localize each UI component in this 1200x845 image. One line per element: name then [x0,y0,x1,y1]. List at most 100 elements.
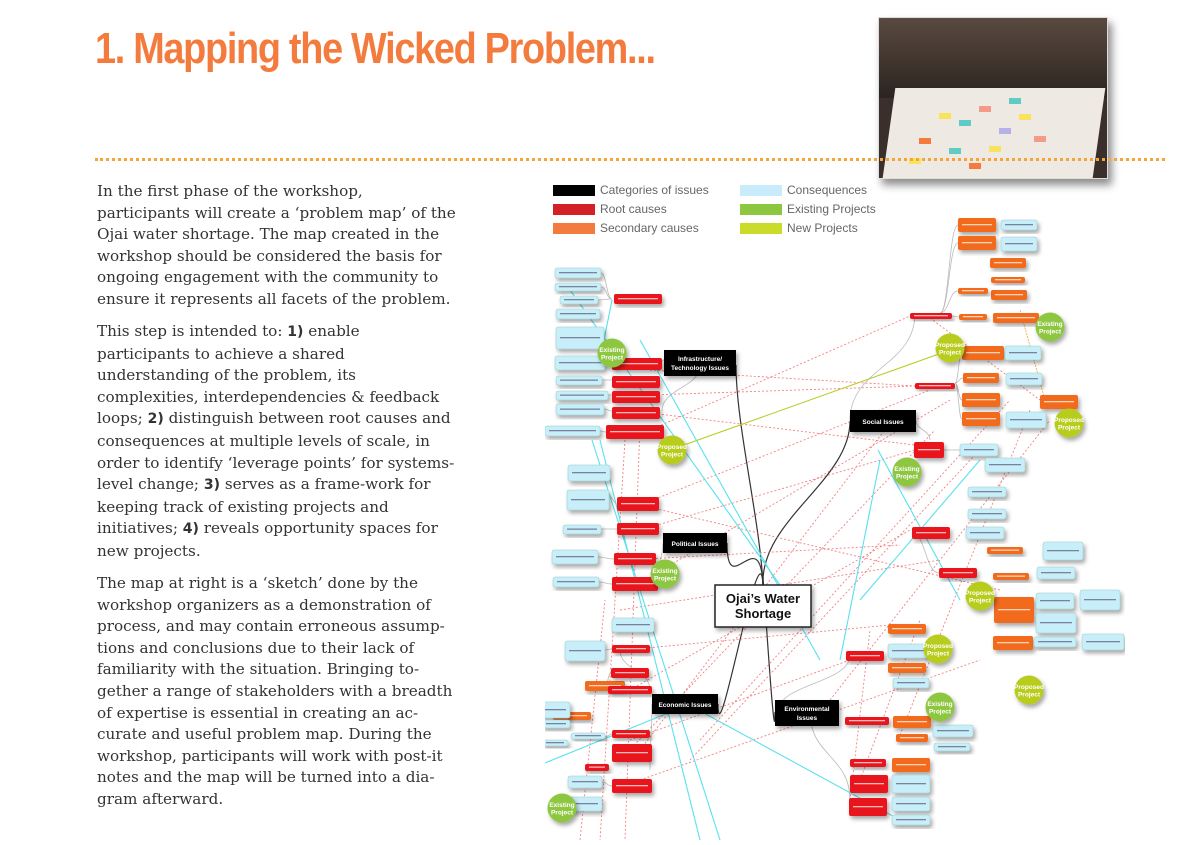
svg-text:Proposed: Proposed [965,590,995,597]
causal-link [859,619,921,781]
legend-swatch [553,185,595,197]
consequence-node [611,617,655,633]
consequence-node [564,640,606,662]
tree-link [601,781,613,787]
root-cause-node [845,717,889,725]
svg-text:Project: Project [929,709,952,716]
root-cause-node [608,686,652,694]
consequence-node [984,457,1026,473]
secondary-cause-node [993,313,1039,323]
consequence-node [545,719,571,729]
causal-link [699,399,1011,741]
root-cause-node [614,553,656,565]
secondary-cause-node [958,218,996,232]
root-cause-node [617,497,659,511]
consequence-node [967,486,1007,498]
causal-link [624,624,891,651]
svg-text:Proposed: Proposed [1054,417,1084,424]
svg-text:Existing: Existing [1037,321,1062,328]
tree-link [915,419,931,441]
root-cause-node [614,294,662,304]
tree-link [598,581,613,585]
category-node-infra: Infrastructure/Technology Issues [664,350,736,376]
paragraph-intro: In the first phase of the workshop, part… [97,182,456,308]
svg-text:Infrastructure/: Infrastructure/ [678,356,722,363]
svg-text:Proposed: Proposed [1014,684,1044,691]
paragraph-goals: This step is intended to: 1) enable part… [97,322,455,560]
consequence-node [554,355,606,371]
secondary-cause-node [888,663,926,673]
svg-text:Project: Project [1039,329,1062,336]
secondary-cause-node [958,236,996,250]
causal-link [624,424,641,840]
consequence-node [545,425,601,437]
secondary-cause-node [962,346,1004,360]
root-cause-node [585,764,609,771]
legend-swatch [740,204,782,216]
category-link [735,364,764,586]
consequence-node [1035,592,1075,610]
svg-text:Environmental: Environmental [784,706,829,713]
consequence-node [933,742,971,752]
svg-text:Project: Project [969,598,992,605]
tree-link [951,315,960,318]
consequence-node [1081,633,1125,651]
central-node-line2: Shortage [735,606,791,621]
consequence-node [562,524,602,535]
root-cause-node [914,442,944,458]
root-cause-node [939,568,977,578]
svg-text:Existing: Existing [927,701,952,708]
consequence-node [891,774,931,794]
secondary-cause-node [892,758,930,772]
category-link [726,542,764,586]
secondary-cause-node [991,277,1025,283]
legend-item: Existing Projects [740,202,876,216]
consequence-node [1042,541,1084,561]
secondary-cause-node [958,288,988,294]
tree-link [954,382,963,420]
legend-swatch [553,223,595,235]
svg-text:Proposed: Proposed [935,342,965,349]
consequence-node [554,267,602,279]
svg-text:Project: Project [601,355,624,362]
secondary-cause-node [990,258,1026,268]
root-cause-node [915,383,955,389]
legend-item: Consequences [740,183,867,197]
category-link [717,573,764,715]
secondary-cause-node [896,734,928,742]
svg-text:Project: Project [896,474,919,481]
root-cause-node [612,577,658,591]
category-link [762,573,776,722]
consequence-node [891,796,931,812]
svg-text:Project: Project [551,810,574,817]
secondary-cause-node [962,393,1000,407]
svg-text:Existing: Existing [652,568,677,575]
svg-text:Economic Issues: Economic Issues [658,702,711,709]
tree-link [954,377,964,384]
category-node-economic: Economic Issues [652,694,718,714]
workshop-photo [878,17,1108,179]
consequence-node [965,526,1005,540]
svg-text:Project: Project [939,350,962,357]
consequence-node [1000,219,1038,231]
consequence-node [1035,612,1077,634]
consequence-node [555,326,605,350]
svg-text:Existing: Existing [599,347,624,354]
secondary-cause-node [893,716,931,728]
legend-swatch [740,223,782,235]
root-cause-node [611,668,649,678]
secondary-cause-node [994,597,1034,623]
consequence-node [1004,345,1042,361]
consequence-node [887,643,929,659]
root-cause-node [606,425,664,439]
legend-swatch [553,204,595,216]
consequence-node [1000,236,1038,252]
